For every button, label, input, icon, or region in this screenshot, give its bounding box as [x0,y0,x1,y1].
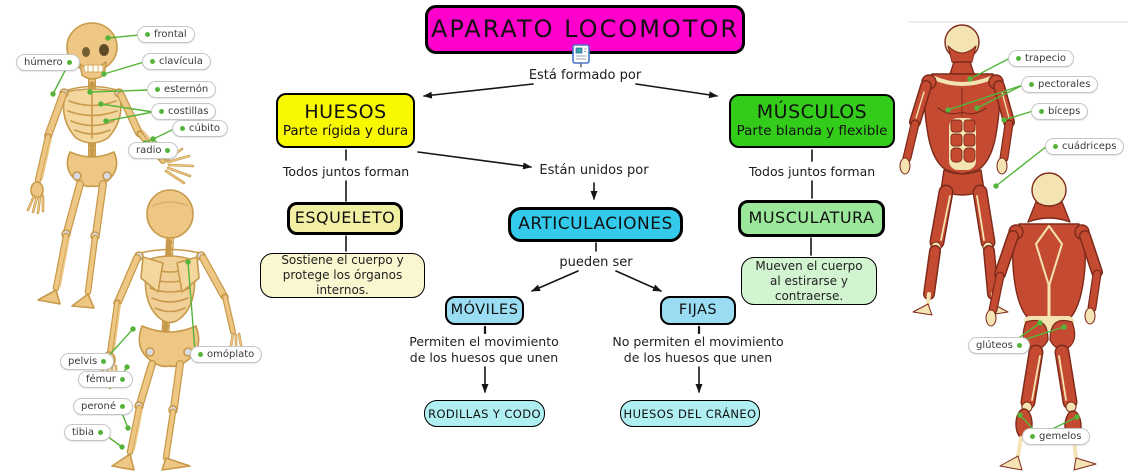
label-dot [1016,343,1022,348]
musculos-connector-label: Todos juntos forman [748,164,876,179]
huesos-subtitle: Parte rígida y dura [282,122,409,139]
desc-line: al estirarse y contraerse. [770,273,848,303]
anatomy-label-text: húmero [24,57,63,68]
musculatura-description-box: Mueven el cuerpo al estirarse y contraer… [741,257,877,305]
anatomy-label-pelvis: pelvis [60,353,115,370]
musculos-subtitle: Parte blanda y flexible [736,123,888,140]
label-dot [1016,56,1021,61]
huesos-box: HUESOS Parte rígida y dura [276,93,415,148]
desc-line: Permiten el movimiento [409,334,559,349]
anatomy-label-femur: fémur [78,371,133,388]
moviles-example: RODILLAS Y CODO [428,406,541,421]
label-dot [97,430,103,435]
label-dot [119,377,125,382]
fijas-box: FIJAS [660,296,736,325]
label-dot [159,109,164,114]
anatomy-label-text: fémur [86,374,116,385]
attachment-icon[interactable] [572,44,590,68]
anatomy-label-perone: peroné [73,398,133,415]
anatomy-label-gemelos: gemelos [1022,428,1090,445]
anatomy-label-text: bíceps [1048,106,1081,117]
anatomy-label-humero: húmero [16,54,80,71]
anatomy-label-radio: radio [128,142,179,159]
anatomy-label-text: gemelos [1039,431,1082,442]
fijas-title: FIJAS [678,301,718,318]
anatomy-label-text: tibia [72,427,94,438]
anatomy-label-text: pectorales [1038,79,1091,90]
skeleton-back-figure [96,189,244,471]
anatomy-label-frontal: frontal [137,26,195,43]
fijas-example-box: HUESOS DEL CRÁNEO [620,400,760,427]
desc-line: de los huesos que unen [409,349,559,365]
anatomy-label-cubito: cúbito [172,120,229,137]
anatomy-label-text: cúbito [189,123,221,134]
anatomy-label-omoplato: omóplato [190,346,263,363]
esqueleto-title: ESQUELETO [294,208,396,228]
anatomy-label-clavicula: clavícula [142,53,211,70]
label-dot [145,32,150,37]
formed-by-label: Está formado por [528,68,642,83]
musculatura-box: MUSCULATURA [738,200,885,237]
union-label: Están unidos por [539,163,649,178]
articulaciones-box: ARTICULACIONES [508,207,683,242]
huesos-connector-label: Todos juntos forman [282,164,410,179]
label-dot [120,404,125,409]
fijas-example: HUESOS DEL CRÁNEO [623,406,757,421]
anatomy-label-text: glúteos [976,340,1013,351]
anatomy-label-text: cuádriceps [1062,141,1117,152]
esqueleto-box: ESQUELETO [287,202,403,235]
musculos-box: MÚSCULOS Parte blanda y flexible [729,94,895,148]
anatomy-label-gluteos: glúteos [968,337,1030,354]
desc-line: Sostiene el cuerpo y [281,253,404,267]
moviles-box: MÓVILES [445,296,524,325]
anatomy-label-text: omóplato [207,349,255,360]
anatomy-label-pectorales: pectorales [1021,76,1099,93]
anatomy-label-biceps: bíceps [1031,103,1089,120]
muscle-front-figure [899,24,1015,316]
desc-line: de los huesos que unen [623,349,773,365]
label-dot [198,352,203,357]
musculatura-title: MUSCULATURA [748,208,875,228]
anatomy-label-text: esternón [164,84,209,95]
desc-line: protege los órganos internos. [282,268,403,297]
anatomy-label-text: costillas [168,106,209,117]
huesos-title: HUESOS [304,100,387,123]
label-dot [101,359,107,364]
anatomy-label-trapecio: trapecio [1008,50,1075,67]
concept-map-connectors [345,62,813,393]
anatomy-label-text: radio [136,145,162,156]
label-dot [155,87,160,92]
desc-line: No permiten el movimiento [612,334,784,349]
label-dot [150,59,155,64]
anatomy-label-cuadriceps: cuádriceps [1045,138,1125,155]
anatomy-label-text: clavícula [159,56,203,67]
moviles-title: MÓVILES [450,301,519,318]
anatomy-label-text: trapecio [1025,53,1067,64]
moviles-description: Permiten el movimiento de los huesos que… [409,334,558,365]
musculos-title: MÚSCULOS [756,101,868,124]
articulaciones-title: ARTICULACIONES [518,213,673,234]
label-dot [1030,434,1035,439]
anatomy-label-text: peroné [81,401,116,412]
esqueleto-description-box: Sostiene el cuerpo y protege los órganos… [260,253,425,298]
label-dot [165,148,171,153]
desc-line: Mueven el cuerpo [755,258,863,273]
anatomy-label-text: pelvis [68,356,98,367]
label-dot [1053,144,1058,149]
pueden-ser-label: pueden ser [559,255,633,270]
label-dot [1039,109,1044,114]
label-dot [180,126,185,131]
title-box: APARATO LOCOMOTOR [425,5,745,54]
label-dot [66,60,72,65]
label-dot [1029,82,1034,87]
moviles-example-box: RODILLAS Y CODO [424,400,545,427]
anatomy-label-esternon: esternón [147,81,217,98]
anatomy-label-text: frontal [154,29,187,40]
page-title: APARATO LOCOMOTOR [430,14,740,43]
anatomy-label-tibia: tibia [64,424,111,441]
anatomy-label-costillas: costillas [151,103,217,120]
fijas-description: No permiten el movimiento de los huesos … [612,334,783,365]
